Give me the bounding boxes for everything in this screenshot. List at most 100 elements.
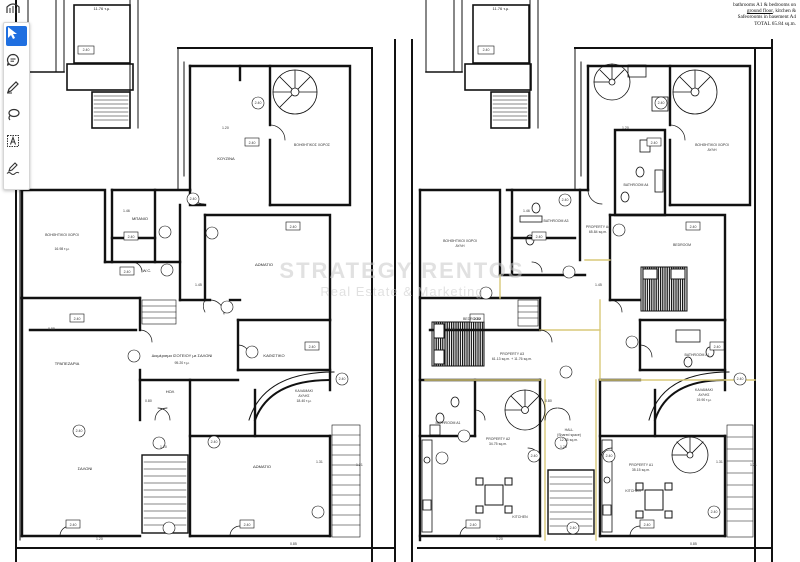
sign-tool-button[interactable] [6,161,27,181]
comment-tool-button[interactable] [6,53,27,73]
signature-icon [6,162,20,175]
watermark: STRATEGY RENTOS Real Estate & Marketing [279,258,524,299]
left-living-area-label: 95.20 τ.μ. [174,361,189,365]
left-voith1-label: ΒΟΗΘΗΤΙΚΟΣ ΧΩΡΟΣ [294,143,331,147]
text-tool-button[interactable] [6,134,27,154]
left-tag-5: 2.40 [339,377,346,381]
right-property-a1-label: PROPERTY A1 [629,463,653,467]
lasso-tool-button[interactable] [6,107,27,127]
left-code-5: 2.40 [74,317,81,321]
left-kouzina-label: ΚΟΥΖΙΝΑ [217,156,235,161]
right-dim-6: 1.20 [496,537,503,541]
right-tag-2: 2.40 [562,198,569,202]
right-property-a3-label: PROPERTY A3 [500,352,524,356]
right-dim-5: 0.80 [545,399,552,403]
left-dim-5: 0.80 [145,399,152,403]
left-kalamaki-area-label: 18.40 τ.μ. [296,399,311,403]
right-code-5: 2.40 [474,317,481,321]
right-tag-7: 2.40 [570,526,577,530]
right-top-area-label: 11.76 τ.μ. [493,6,510,11]
left-bano-label: ΜΠΑΝΙΟ [132,216,148,221]
left-dim-7: 0.85 [290,542,297,546]
right-voith2-sub-label: ΑΥΛΗ [455,244,464,248]
watermark-tagline: Real Estate & Marketing [320,284,483,299]
left-tag-3: 2.40 [76,429,83,433]
right-code-4: 2.40 [690,225,697,229]
right-voith-label: ΒΟΗΘΗΤΙΚΟΙ ΧΩΡΟΙ [695,143,729,147]
right-dim-1: 1.20 [622,126,629,130]
area-note-line-1: bathrooms A1 & bedrooms on [733,2,796,8]
right-kalamaki-label: ΚΑΛΑΜΑΚΙ [695,388,713,392]
left-voith2-label: ΒΟΗΘΗΤΙΚΟΙ ΧΩΡΟΙ [45,233,79,237]
right-kalamaki-area-label: 19.90 τ.μ. [696,398,711,402]
left-tag-2: 2.40 [190,197,197,201]
left-trapezaria-label: ΤΡΑΠΕΖΑΡΙΑ [55,361,80,366]
right-dim-9: 1.21 [750,463,757,467]
plan-right [411,0,773,562]
left-saloni-label: ΣΑΛΟΝΙ [78,466,93,471]
text-box-icon [7,135,19,147]
right-hall-area-label: 12.55 sq.m. [560,438,578,442]
right-code-6: 2.40 [714,345,721,349]
left-code-9: 2.40 [124,270,131,274]
left-dim-3: 1.45 [195,283,202,287]
left-dim-2: 1.46 [123,209,130,213]
watermark-brand: STRATEGY RENTOS [279,258,524,283]
right-kitchen-a2-label: KITCHEN [512,515,528,519]
left-voith2-area-label: 16.98 τ.μ. [54,247,69,251]
left-dim-1: 1.20 [222,126,229,130]
left-code-6: 2.40 [309,345,316,349]
plan-left-labels: 11.76 τ.μ. ΚΟΥΖΙΝΑ ΒΟΗΘΗΤΙΚΟΣ ΧΩΡΟΣ ΒΟΗΘ… [45,6,363,546]
right-bathroom-a1-label: BATHROOM A1 [684,353,709,357]
right-hall-label: HALL [565,428,574,432]
left-code-1: 2.40 [83,48,90,52]
left-dim-8: 1.31 [316,460,323,464]
left-dim-10: 0.88 [48,327,55,331]
left-living-label: Διαμέρισμα ΙΣΟΓΕΙΟΥ με ΣΑΛΟΝΙ [152,353,213,358]
left-aylis-label: ΑΥΛΗΣ [298,394,310,398]
plan-left [15,0,396,562]
draw-tool-button[interactable] [6,80,27,100]
right-dim-2: 1.46 [523,209,530,213]
left-code-8: 2.40 [70,523,77,527]
right-property-a2-area: 34.75 sq.m. [489,442,507,446]
plan-right-level-tags [435,96,747,535]
left-tag-1: 2.40 [255,101,262,105]
right-bathroom-a3-label: BATHROOM A3 [543,219,568,223]
area-note-ground-floor: ground floor [746,8,773,15]
right-property-a1-area: 35.15 sq.m. [632,468,650,472]
left-code-7: 2.40 [244,523,251,527]
left-kathistiko-label: ΚΑΘΙΣΤΙΚΟ [263,353,284,358]
right-dim-8: 1.31 [716,460,723,464]
comment-icon [6,53,20,67]
left-domatio1-label: ΔΩΜΑΤΙΟ [255,262,273,267]
right-bathroom-a4-label: BATHROOM A4 [623,183,648,187]
right-code-2: 2.40 [651,141,658,145]
right-property-a4-area: 65.84 sq.m. [589,230,607,234]
left-dim-4: 1.20 [160,445,167,449]
select-tool-button[interactable] [6,26,27,46]
cursor-icon [8,27,17,39]
right-bathroom-a2-label: BATHROOM A1 [435,421,460,425]
left-code-3: 2.40 [128,235,135,239]
app-logo-icon [6,3,20,13]
right-dim-7: 0.85 [690,542,697,546]
right-code-1: 2.40 [483,48,490,52]
left-dim-9: 1.21 [356,463,363,467]
right-bedroom-2-label: BEDROOM [463,317,481,321]
area-note-line-2: ground floor, kitchen & [704,8,796,14]
annotation-toolbar [3,22,30,190]
right-tag-6: 2.40 [711,510,718,514]
left-dim-6: 1.20 [96,537,103,541]
right-hall-sub-label: (Shared space) [557,433,581,437]
pencil-icon [7,81,19,94]
right-tag-4: 2.40 [606,454,613,458]
left-kalamaki-label: ΚΑΛΑΜΑΚΙ [295,389,313,393]
right-voith2-label: ΒΟΗΘΗΤΙΚΟΙ ΧΩΡΟΙ [443,239,477,243]
right-dim-3: 1.45 [595,283,602,287]
right-code-3: 2.40 [536,235,543,239]
left-tag-4: 2.40 [211,440,218,444]
left-code-2: 2.40 [249,141,256,145]
right-bedroom-3-label: BEDROOM [673,243,691,247]
